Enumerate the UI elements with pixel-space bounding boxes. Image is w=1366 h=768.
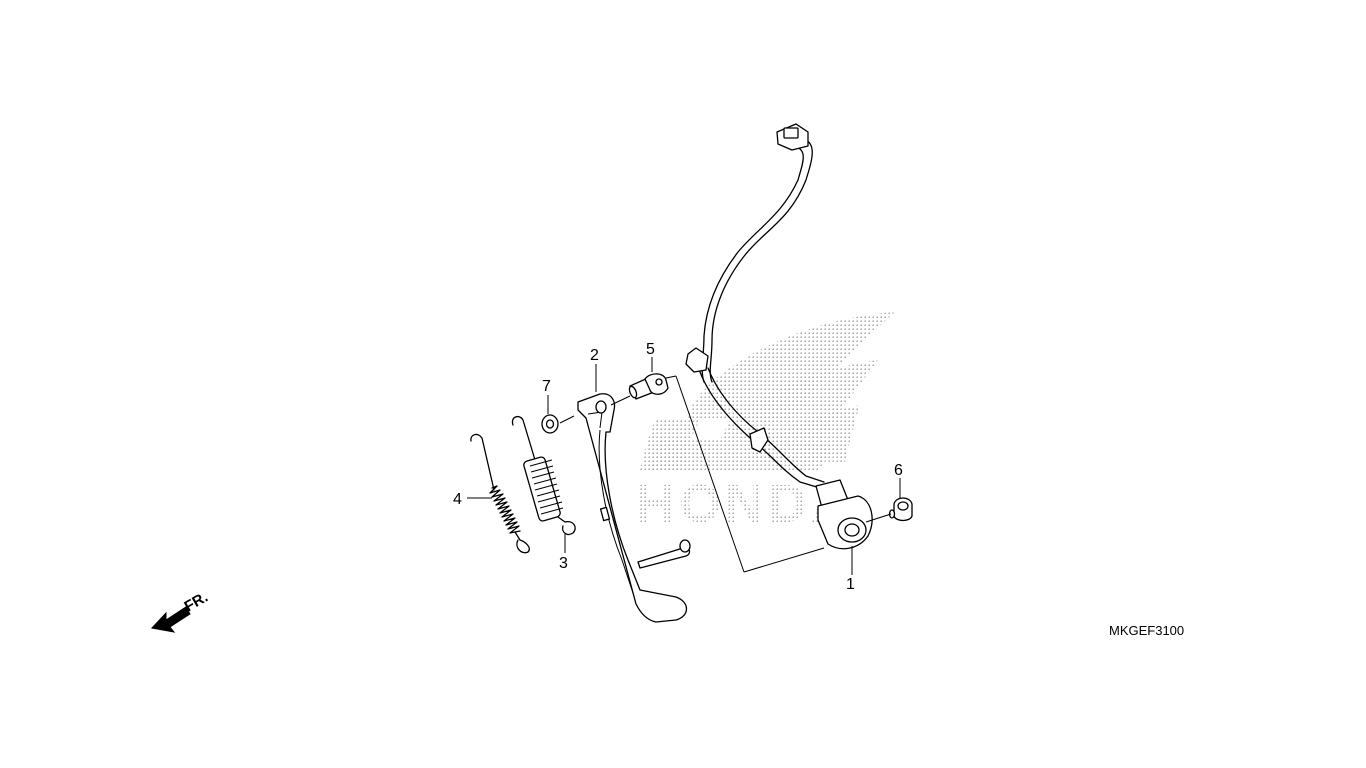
part-2-side-stand (577, 393, 691, 623)
drawing-code: MKGEF3100 (1109, 623, 1184, 638)
part-5-pivot-bolt (628, 373, 669, 400)
callout-3: 3 (559, 555, 568, 572)
part-6-bolt (888, 497, 913, 522)
callout-1: 1 (846, 576, 855, 593)
part-1-sidestand-switch (685, 123, 873, 550)
watermark-brand-text: HONDA (636, 474, 854, 534)
callout-leaders (467, 357, 901, 575)
callout-labels: 1 2 3 4 5 6 7 (453, 341, 903, 593)
honda-wing-watermark: HONDA (636, 312, 895, 534)
part-4-spring (470, 433, 530, 554)
assembly-leader-lines (559, 375, 892, 573)
front-arrow-icon (151, 606, 191, 633)
callout-6: 6 (894, 462, 903, 479)
callout-2: 2 (590, 347, 599, 364)
callout-4: 4 (453, 491, 462, 508)
part-7-washer (541, 414, 559, 434)
callout-5: 5 (646, 341, 655, 358)
part-3-spring (511, 415, 576, 536)
front-direction-indicator: FR. (151, 589, 211, 633)
callout-7: 7 (542, 378, 551, 395)
